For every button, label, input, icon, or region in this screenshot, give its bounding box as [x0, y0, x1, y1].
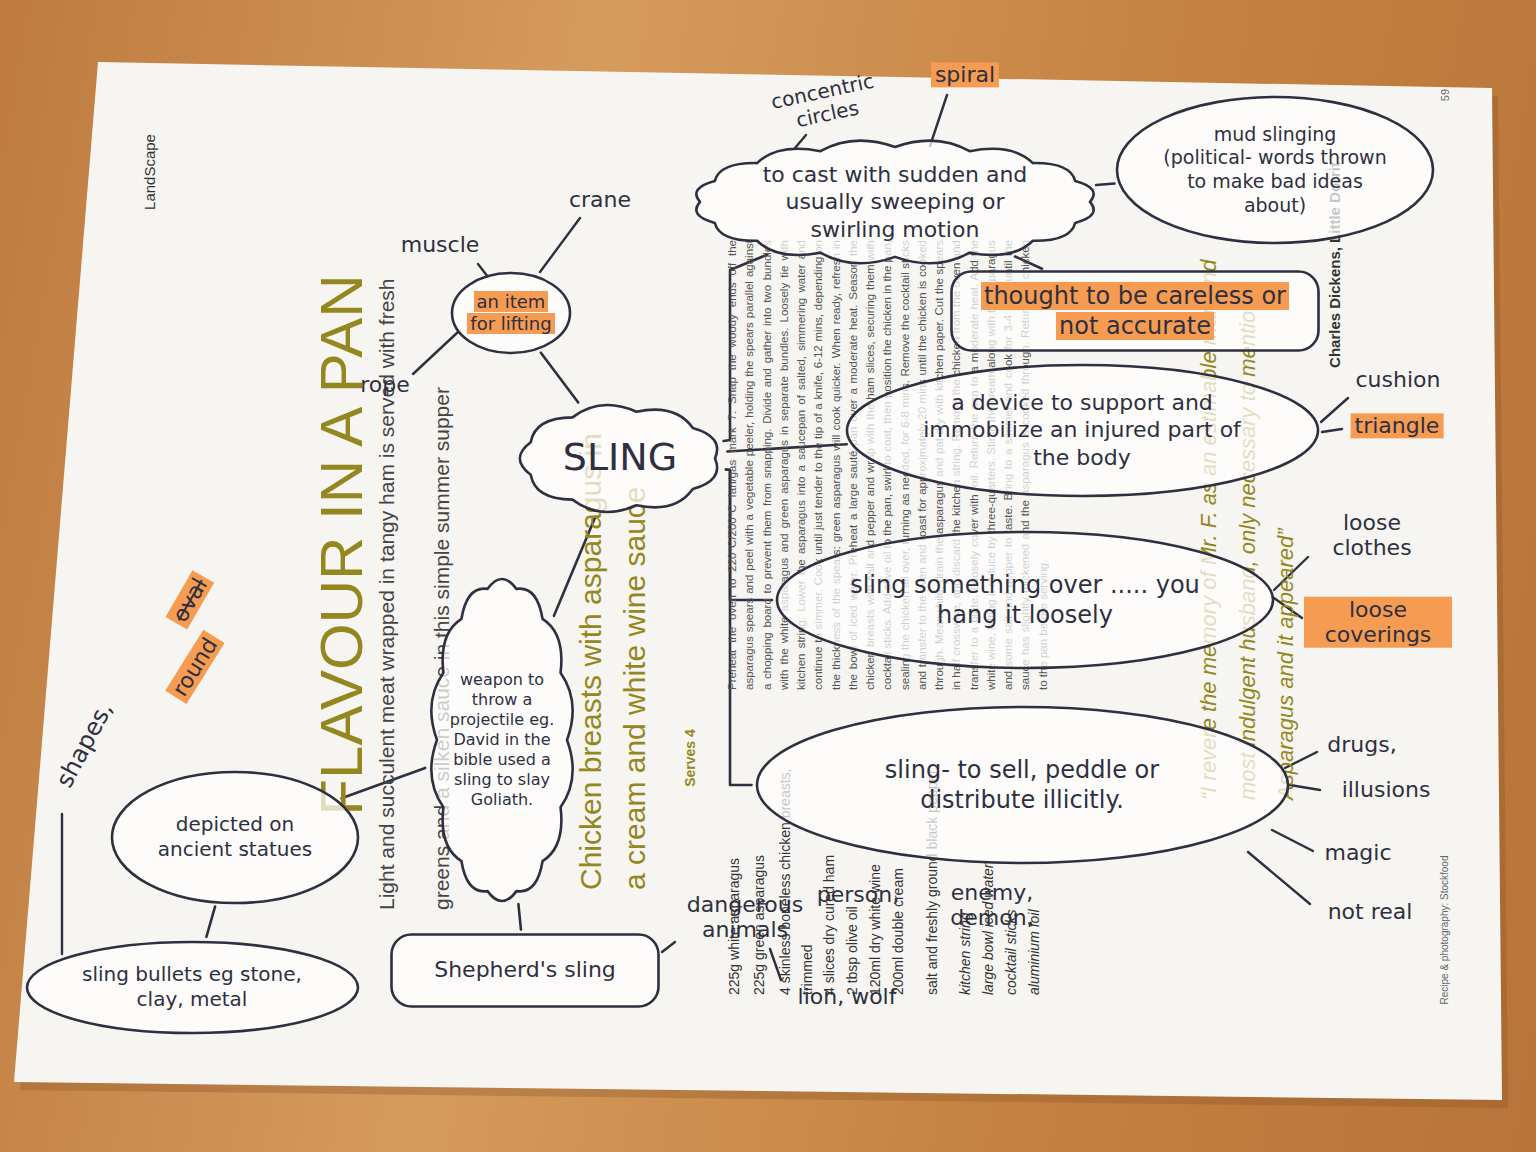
note-word: loose coverings	[1304, 597, 1452, 648]
paper-sheet	[14, 62, 1502, 1100]
text-line: weapon to throw a projectile eg. David i…	[450, 670, 555, 810]
node-text: mud slinging	[1214, 123, 1337, 145]
node-text: sling something over ..... you hang it l…	[850, 571, 1200, 629]
text-line: to cast with sudden and usually sweeping…	[752, 161, 1039, 244]
text-line: mud slinging	[1157, 123, 1394, 147]
note-word: cushion	[1356, 367, 1441, 392]
leader-line	[1272, 830, 1313, 851]
meaning-cloud: weapon to throw a projectile eg. David i…	[427, 575, 577, 905]
note-word: crane	[569, 187, 631, 212]
leader-line	[1248, 852, 1310, 904]
text-block: to cast with sudden and usually sweeping…	[752, 161, 1039, 244]
node-text: an item for lifting	[467, 291, 554, 335]
node-text: Shepherd's sling	[434, 957, 616, 982]
text-line: sling- to sell, peddle or distribute ill…	[824, 755, 1220, 815]
node-text: (political- words thrown to make bad ide…	[1163, 146, 1386, 216]
leader-line	[478, 264, 488, 277]
text-block: depicted on ancient statues	[143, 812, 328, 862]
note-word: spiral	[931, 62, 999, 87]
node-text: thought to be careless or not accurate	[981, 282, 1289, 340]
page-title: FLAVOUR IN A PAN	[307, 274, 376, 815]
text-line: a device to support and immobilize an in…	[906, 389, 1258, 472]
meaning-oval: a device to support and immobilize an in…	[845, 363, 1320, 498]
text-block: sling- to sell, peddle or distribute ill…	[824, 755, 1220, 815]
connector	[518, 904, 521, 929]
meaning-cloud: to cast with sudden and usually sweeping…	[690, 137, 1100, 267]
note-word: shapes,	[51, 698, 119, 793]
meaning-oval: sling- to sell, peddle or distribute ill…	[755, 705, 1290, 865]
text-block: thought to be careless or not accurate	[964, 281, 1306, 341]
note-word: drugs,	[1327, 732, 1396, 757]
note-word: concentric circles	[757, 67, 894, 139]
crossed-out-word: oval	[166, 570, 215, 629]
ellipse-outline	[775, 530, 1275, 670]
note-word: person,	[817, 882, 899, 907]
note-word: enemy, demon,	[927, 880, 1057, 931]
text-line: SLING	[547, 434, 694, 482]
serving-note: Serves 4	[682, 729, 698, 787]
example-oval: mud slinging(political- words thrown to …	[1115, 95, 1435, 245]
text-block: weapon to throw a projectile eg. David i…	[450, 670, 555, 810]
text-line: sling something over ..... you hang it l…	[840, 570, 1210, 630]
meaning-oval: an item for lifting	[450, 271, 572, 355]
text-block: sling bullets eg stone, clay, metal	[68, 962, 316, 1012]
node-text: depicted on ancient statues	[158, 812, 312, 861]
credit: Recipe & photography: Stockfood	[1439, 856, 1451, 1005]
note-word: illusions	[1342, 777, 1431, 802]
note-word: round	[165, 630, 225, 704]
meaning-box: thought to be careless or not accurate	[950, 270, 1320, 352]
note-word: lion, wolf	[798, 984, 897, 1009]
fact-box: Shepherd's sling	[390, 933, 660, 1008]
text-block: Shepherd's sling	[404, 956, 646, 984]
magazine-name: LandScape	[141, 134, 158, 210]
leader-line	[1322, 429, 1342, 432]
leader-line	[540, 218, 580, 272]
leader-line	[662, 942, 675, 952]
connector	[1096, 184, 1114, 186]
text-line: depicted on ancient statues	[143, 812, 328, 862]
note-word: dangerous animals	[680, 892, 810, 943]
node-text: sling- to sell, peddle or distribute ill…	[885, 756, 1159, 814]
fact-oval: depicted on ancient statues	[110, 770, 360, 905]
text-block: a device to support and immobilize an in…	[906, 389, 1258, 472]
meaning-oval: sling something over ..... you hang it l…	[775, 530, 1275, 670]
fact-oval: sling bullets eg stone, clay, metal	[25, 940, 360, 1035]
ellipse-outline	[755, 705, 1290, 865]
text-line: Shepherd's sling	[404, 956, 646, 984]
text-block: sling something over ..... you hang it l…	[840, 570, 1210, 630]
leader-line	[61, 814, 63, 954]
node-text: weapon to throw a projectile eg. David i…	[450, 670, 554, 809]
center-cloud: SLING	[515, 401, 725, 516]
text-line: sling bullets eg stone, clay, metal	[68, 962, 316, 1012]
leader-line	[413, 332, 458, 374]
note-word: rope	[360, 372, 410, 397]
connector	[206, 907, 215, 937]
note-word: triangle	[1351, 413, 1444, 438]
text-line: an item for lifting	[466, 291, 556, 336]
text-block: SLING	[547, 434, 694, 482]
text-block: mud slinging(political- words thrown to …	[1157, 123, 1394, 218]
text-line: (political- words thrown to make bad ide…	[1157, 146, 1394, 217]
note-word: muscle	[401, 232, 480, 257]
node-text: to cast with sudden and usually sweeping…	[763, 162, 1028, 242]
node-text: SLING	[563, 435, 677, 479]
leader-line	[930, 95, 947, 146]
node-text: sling bullets eg stone, clay, metal	[82, 962, 302, 1011]
node-text: a device to support and immobilize an in…	[923, 390, 1241, 470]
page-number: 59	[1439, 89, 1452, 101]
connector	[541, 353, 578, 403]
text-line: thought to be careless or not accurate	[964, 281, 1306, 341]
note-word: loose clothes	[1312, 510, 1432, 561]
ingredient: 225g white asparagus	[724, 755, 746, 995]
leader-line	[1321, 398, 1348, 422]
text-block: an item for lifting	[466, 291, 556, 336]
leader-line	[795, 135, 806, 148]
note-word: magic	[1324, 840, 1391, 865]
note-word: not real	[1328, 899, 1413, 924]
